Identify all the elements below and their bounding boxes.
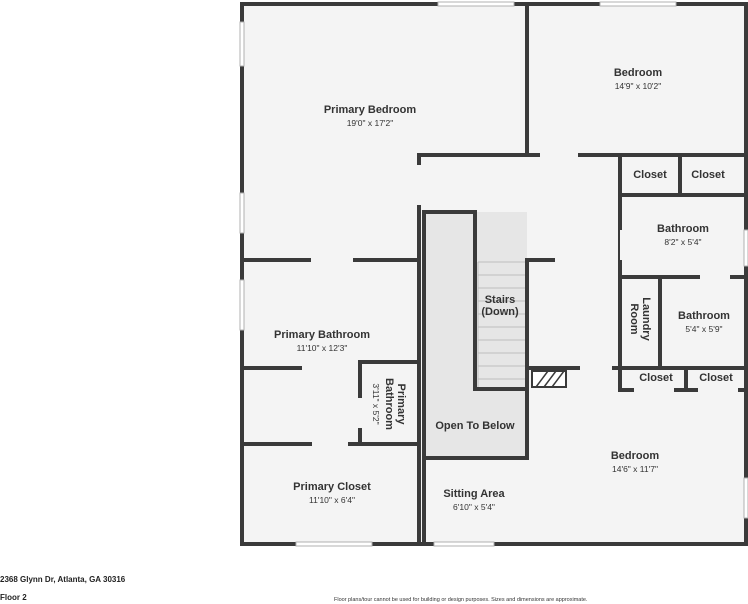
room-name: Closet — [639, 372, 673, 384]
room-dim: 8'2" x 5'4" — [664, 237, 702, 247]
disclaimer-text: Floor plans/tour cannot be used for buil… — [334, 597, 588, 603]
open-to-below-label: Open To Below — [435, 420, 514, 432]
sitting-area-label: Sitting Area 6'10" x 5'4" — [443, 488, 504, 512]
room-sub: Room — [628, 303, 640, 335]
room-name: Bathroom — [657, 223, 709, 235]
room-name: Laundry — [640, 297, 652, 341]
room-dim: 5'4" x 5'9" — [685, 324, 723, 334]
hatched-chase — [531, 370, 567, 388]
room-dim: 14'6" x 11'7" — [612, 464, 658, 474]
bedroom-top-label: Bedroom 14'9" x 10'2" — [614, 67, 662, 91]
room-sub: (Down) — [481, 306, 519, 318]
closet-2-label: Closet — [691, 169, 725, 181]
room-name: Primary Closet — [293, 481, 371, 493]
room-name: Closet — [699, 372, 733, 384]
room-name: Bedroom — [613, 67, 663, 79]
bathroom-2-label: Bathroom 5'4" x 5'9" — [678, 310, 730, 334]
bedroom-bottom-label: Bedroom 14'6" x 11'7" — [611, 450, 659, 474]
room-dim: 3'11" x 5'2" — [371, 383, 381, 425]
room-sub: Bathroom — [383, 378, 395, 430]
laundry-label: Laundry Room — [628, 297, 652, 340]
primary-bathroom-label: Primary Bathroom 11'10" x 12'3" — [274, 329, 370, 353]
room-dim: 6'10" x 5'4" — [453, 502, 495, 512]
room-dim: 19'0" x 17'2" — [346, 118, 394, 128]
closet-3-label: Closet — [639, 372, 673, 384]
windows — [239, 1, 748, 547]
bathroom-1-label: Bathroom 8'2" x 5'4" — [657, 223, 709, 247]
primary-bathroom-small-label: Primary Bathroom 3'11" x 5'2" — [371, 378, 407, 430]
closet-4-label: Closet — [699, 372, 733, 384]
room-name: Bedroom — [610, 450, 660, 462]
primary-bedroom-label: Primary Bedroom 19'0" x 17'2" — [324, 104, 416, 128]
room-dim: 14'9" x 10'2" — [614, 81, 662, 91]
room-name: Primary Bathroom — [274, 329, 370, 341]
room-name: Bathroom — [678, 310, 730, 322]
room-name: Closet — [633, 169, 667, 181]
room-name: Sitting Area — [443, 488, 505, 500]
room-name: Stairs — [484, 294, 516, 306]
stairs-treads — [477, 261, 527, 389]
stairs-label: Stairs (Down) — [481, 294, 518, 318]
door-openings — [311, 153, 738, 447]
room-dim: 11'10" x 6'4" — [309, 495, 355, 505]
room-name: Open To Below — [435, 420, 515, 432]
primary-closet-label: Primary Closet 11'10" x 6'4" — [293, 481, 371, 505]
closet-1-label: Closet — [633, 169, 667, 181]
room-name: Primary — [395, 383, 407, 425]
floor-text: Floor 2 — [0, 593, 27, 602]
room-dim: 11'10" x 12'3" — [296, 343, 348, 353]
address-text: 2368 Glynn Dr, Atlanta, GA 30316 — [0, 575, 126, 584]
room-name: Primary Bedroom — [323, 104, 417, 116]
room-name: Closet — [691, 169, 725, 181]
